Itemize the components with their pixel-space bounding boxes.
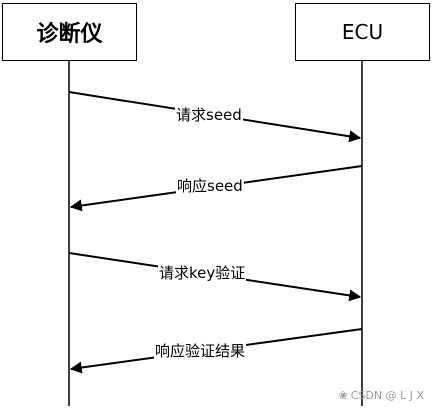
message-label-request-seed: 请求seed bbox=[175, 106, 243, 124]
participant-diagnostic-tool: 诊断仪 bbox=[2, 3, 137, 61]
message-label-request-key: 请求key验证 bbox=[158, 264, 247, 282]
watermark-swirl-icon: ❀ bbox=[338, 389, 348, 402]
participant-left-label: 诊断仪 bbox=[36, 22, 103, 47]
participant-ecu: ECU bbox=[295, 3, 430, 61]
message-label-response-result: 响应验证结果 bbox=[154, 342, 247, 360]
watermark-text: CSDN @ L J X bbox=[350, 389, 424, 402]
watermark: ❀ CSDN @ L J X bbox=[339, 389, 424, 402]
participant-right-label: ECU bbox=[341, 20, 384, 44]
message-label-response-seed: 响应seed bbox=[176, 177, 244, 195]
